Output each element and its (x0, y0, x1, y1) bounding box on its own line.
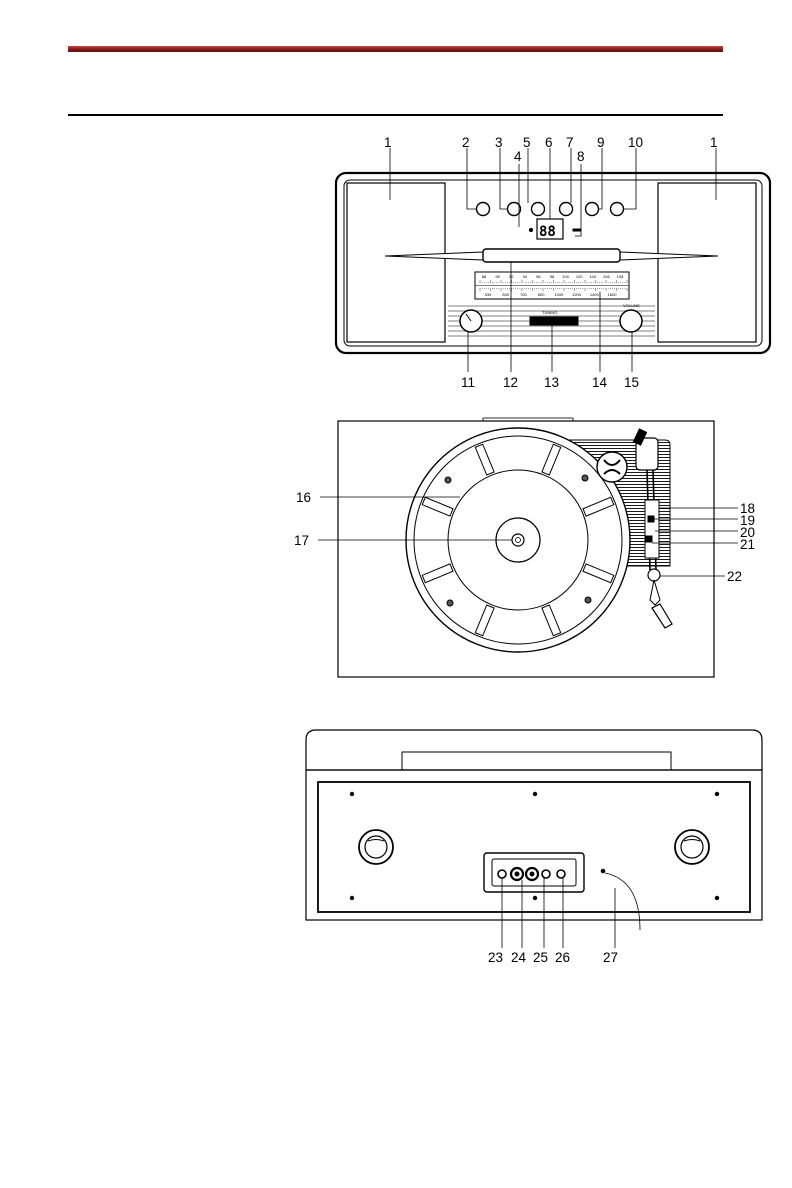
callout-11: 11 (461, 375, 475, 390)
am-scale-label: 600 (502, 292, 509, 297)
fm-scale-label: 104 (589, 274, 596, 279)
callout-14: 14 (592, 375, 608, 390)
fm-scale-label: 108 (617, 274, 624, 279)
fm-scale-label: 100 (562, 274, 569, 279)
power-button[interactable] (532, 203, 545, 216)
callout-23: 23 (488, 950, 503, 965)
callout-13: 13 (544, 375, 559, 390)
fm-scale-label: 96 (536, 274, 541, 279)
callout-15: 15 (624, 375, 639, 390)
bass-port-right (675, 830, 709, 864)
fm-scale-label: 90 (495, 274, 500, 279)
am-scale-label: 1200 (572, 292, 582, 297)
callout-6: 6 (545, 135, 553, 150)
front-panel (336, 148, 770, 372)
callout-2: 2 (462, 135, 470, 150)
rear-top-lid (306, 730, 762, 770)
fm-scale-label: 88 (482, 274, 487, 279)
lift-lever[interactable] (646, 536, 652, 542)
phono-out-jack[interactable] (557, 870, 565, 878)
bass-port-left (359, 830, 393, 864)
volume-knob[interactable] (620, 310, 642, 332)
tuning-label: TUNING (542, 310, 557, 315)
am-scale-label: 530 (485, 292, 492, 297)
play-pause-button[interactable] (477, 203, 490, 216)
callout-5: 5 (523, 135, 531, 150)
callout-26: 26 (555, 950, 570, 965)
cd-slot[interactable] (483, 249, 620, 262)
am-scale-label: 800 (538, 292, 545, 297)
speaker-left-grille (347, 183, 445, 342)
callout-25: 25 (533, 950, 548, 965)
am-scale-label: 1000 (554, 292, 564, 297)
power-cord (605, 873, 640, 930)
callout-8: 8 (577, 149, 585, 164)
fm-scale-label: 106 (603, 274, 610, 279)
tonearm-rest (645, 500, 659, 558)
callout-4: 4 (514, 149, 522, 164)
callout-10: 10 (628, 135, 643, 150)
am-scale-label: 1600 (608, 292, 618, 297)
platter-screw (445, 477, 451, 483)
callout-9: 9 (597, 135, 605, 150)
power-cord-exit (601, 869, 605, 873)
tonearm-counterweight (597, 452, 627, 482)
callout-22: 22 (727, 569, 742, 584)
callout-1-left: 1 (384, 135, 392, 150)
lid-handle (402, 752, 671, 770)
cartridge (652, 604, 672, 628)
indicator-led (529, 228, 532, 231)
callout-27: 27 (603, 950, 618, 965)
rear-panel (306, 730, 762, 948)
platter-screw (582, 475, 588, 481)
skip-forward-button[interactable] (560, 203, 573, 216)
tuning-knob[interactable] (530, 317, 578, 325)
fm-scale-label: 94 (523, 274, 528, 279)
fm-scale-label: 102 (576, 274, 583, 279)
callout-1-right: 1 (710, 135, 718, 150)
callout-17: 17 (294, 533, 309, 548)
callout-7: 7 (566, 135, 574, 150)
am-scale-label: 1400 (590, 292, 600, 297)
speed-switch[interactable] (648, 516, 654, 522)
callout-24: 24 (511, 950, 527, 965)
skip-back-button[interactable] (586, 203, 599, 216)
display-digits: 88 (539, 224, 556, 240)
fm-scale-label: 92 (509, 274, 514, 279)
callout-3: 3 (495, 135, 503, 150)
speaker-right-grille (658, 183, 756, 342)
platter-screw (447, 600, 453, 606)
turntable-view (318, 418, 738, 677)
volume-label: VOLUME (623, 303, 640, 308)
eject-button[interactable] (611, 203, 624, 216)
fm-scale-label: 98 (550, 274, 555, 279)
stop-button[interactable] (508, 203, 521, 216)
stand-by-mark (573, 229, 581, 231)
tonearm-pivot (648, 569, 660, 581)
callout-16: 16 (296, 490, 311, 505)
aux-in-jack[interactable] (542, 870, 550, 878)
platter-screw (585, 597, 591, 603)
callout-21: 21 (740, 537, 755, 552)
fm-antenna-jack[interactable] (498, 870, 506, 878)
am-scale-label: 700 (520, 292, 527, 297)
callout-12: 12 (503, 375, 518, 390)
